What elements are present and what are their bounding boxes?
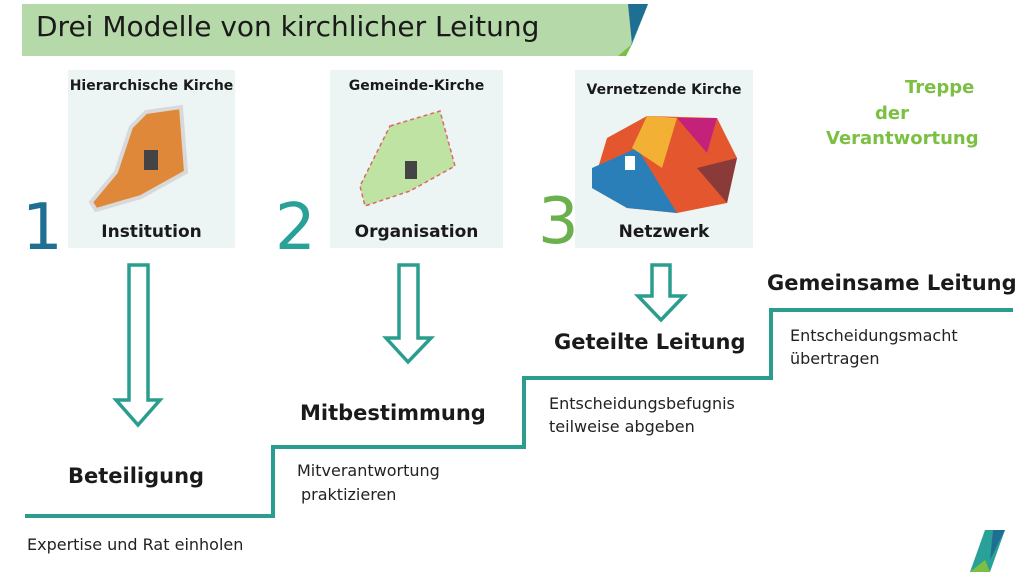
step-desc-gemeinsame-1: Entscheidungsmacht xyxy=(790,326,958,345)
step-title-gemeinsame-leitung: Gemeinsame Leitung xyxy=(767,271,1017,295)
down-arrow-2 xyxy=(382,263,436,365)
model-card-network: Vernetzende Kirche Netzwerk xyxy=(575,70,753,248)
step-title-mitbestimmung: Mitbestimmung xyxy=(300,401,486,425)
step-desc-geteilte-1: Entscheidungsbefugnis xyxy=(549,394,735,413)
title-bar xyxy=(22,4,620,56)
step-desc-mitbestimmung-2: praktizieren xyxy=(301,485,397,504)
down-arrow-1 xyxy=(112,263,164,428)
card-label: Netzwerk xyxy=(618,222,710,242)
treppe-line-1: Treppe xyxy=(905,77,975,98)
network-church-map-icon xyxy=(592,116,737,213)
treppe-line-2: der xyxy=(875,103,909,124)
card-label: Institution xyxy=(101,222,202,242)
community-church-map-icon xyxy=(359,110,456,207)
down-arrow-3 xyxy=(633,263,689,323)
hierarchical-church-map-icon xyxy=(88,104,189,212)
step-desc-mitbestimmung-1: Mitverantwortung xyxy=(297,461,440,480)
step-title-geteilte-leitung: Geteilte Leitung xyxy=(554,330,746,354)
card-heading: Vernetzende Kirche xyxy=(586,82,742,98)
logo-corner-bottom-icon xyxy=(970,530,1005,572)
step-desc-geteilte-2: teilweise abgeben xyxy=(549,417,695,436)
model-number-1: 1 xyxy=(22,191,63,265)
treppe-line-3: Verantwortung xyxy=(826,128,979,149)
model-number-3: 3 xyxy=(538,185,579,259)
card-heading: Hierarchische Kirche xyxy=(69,78,234,94)
slide-title: Drei Modelle von kirchlicher Leitung xyxy=(36,10,540,43)
card-label: Organisation xyxy=(354,222,479,242)
model-card-institution: Hierarchische Kirche Institution xyxy=(68,70,235,248)
model-card-organisation: Gemeinde-Kirche Organisation xyxy=(330,70,503,248)
logo-corner-icon xyxy=(598,4,648,56)
staircase-line xyxy=(25,308,1013,518)
step-desc-beteiligung: Expertise und Rat einholen xyxy=(27,535,244,554)
step-title-beteiligung: Beteiligung xyxy=(68,464,205,488)
model-number-2: 2 xyxy=(275,191,316,265)
card-heading: Gemeinde-Kirche xyxy=(348,78,485,94)
step-desc-gemeinsame-2: übertragen xyxy=(790,349,880,368)
